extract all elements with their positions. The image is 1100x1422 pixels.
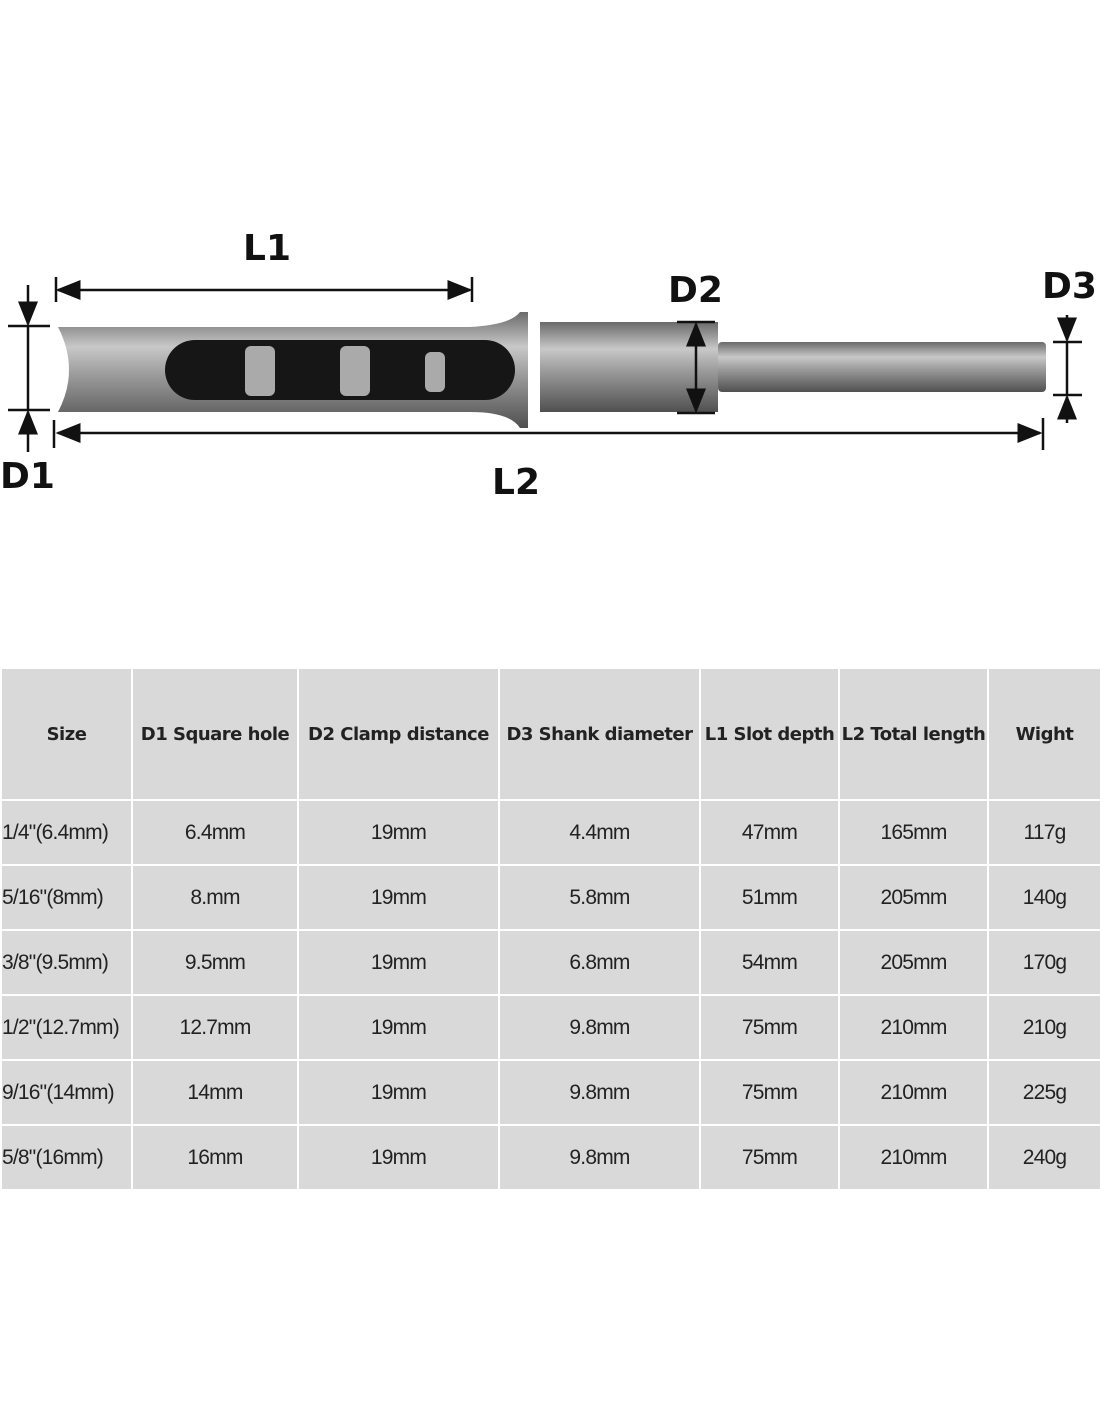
header-d2: D2 Clamp distance — [297, 667, 500, 801]
shank — [718, 342, 1046, 392]
cell-d1: 9.5mm — [131, 929, 299, 996]
cell-l2: 165mm — [838, 799, 989, 866]
clamp-collar — [540, 322, 718, 412]
cell-d3: 9.8mm — [498, 1059, 701, 1126]
header-l1: L1 Slot depth — [699, 667, 840, 801]
chisel-body — [58, 312, 1046, 428]
cell-l1: 47mm — [699, 799, 840, 866]
cell-size: 3/8"(9.5mm) — [0, 929, 133, 996]
cell-l1: 75mm — [699, 994, 840, 1061]
cell-size: 1/4"(6.4mm) — [0, 799, 133, 866]
cell-size: 9/16"(14mm) — [0, 1059, 133, 1126]
cell-d2: 19mm — [297, 1059, 500, 1126]
specification-table: Size D1 Square hole D2 Clamp distance D3… — [0, 667, 1100, 1191]
header-size: Size — [0, 667, 133, 801]
header-d1: D1 Square hole — [131, 667, 299, 801]
cell-d1: 14mm — [131, 1059, 299, 1126]
cell-d3: 4.4mm — [498, 799, 701, 866]
header-d3: D3 Shank diameter — [498, 667, 701, 801]
cell-d1: 12.7mm — [131, 994, 299, 1061]
cell-d3: 6.8mm — [498, 929, 701, 996]
cell-d2: 19mm — [297, 994, 500, 1061]
label-d3: D3 — [1042, 266, 1097, 307]
cell-l2: 205mm — [838, 929, 989, 996]
cell-size: 1/2"(12.7mm) — [0, 994, 133, 1061]
cell-d1: 8.mm — [131, 864, 299, 931]
cell-size: 5/16"(8mm) — [0, 864, 133, 931]
cell-weight: 210g — [987, 994, 1100, 1061]
cell-d1: 16mm — [131, 1124, 299, 1191]
cell-l2: 210mm — [838, 1124, 989, 1191]
cell-d2: 19mm — [297, 1124, 500, 1191]
cell-d2: 19mm — [297, 864, 500, 931]
cell-d3: 9.8mm — [498, 1124, 701, 1191]
header-weight: Wight — [987, 667, 1100, 801]
dimension-lines — [8, 277, 1082, 452]
table-header-row: Size D1 Square hole D2 Clamp distance D3… — [0, 667, 1100, 801]
cell-d3: 9.8mm — [498, 994, 701, 1061]
label-l2: L2 — [492, 462, 540, 503]
cell-l2: 210mm — [838, 1059, 989, 1126]
cell-weight: 225g — [987, 1059, 1100, 1126]
cell-l2: 205mm — [838, 864, 989, 931]
cell-d1: 6.4mm — [131, 799, 299, 866]
cell-weight: 170g — [987, 929, 1100, 996]
label-d1: D1 — [0, 456, 55, 497]
cell-weight: 117g — [987, 799, 1100, 866]
cell-weight: 140g — [987, 864, 1100, 931]
label-l1: L1 — [243, 228, 291, 269]
cell-size: 5/8"(16mm) — [0, 1124, 133, 1191]
cell-l1: 54mm — [699, 929, 840, 996]
mortise-chisel-diagram: L1 L2 D1 D2 D3 — [0, 228, 1097, 503]
header-l2: L2 Total length — [838, 667, 989, 801]
cell-d3: 5.8mm — [498, 864, 701, 931]
cell-d2: 19mm — [297, 799, 500, 866]
auger-spiral — [245, 346, 445, 396]
cell-weight: 240g — [987, 1124, 1100, 1191]
label-d2: D2 — [668, 270, 723, 311]
cell-d2: 19mm — [297, 929, 500, 996]
cell-l1: 51mm — [699, 864, 840, 931]
cell-l2: 210mm — [838, 994, 989, 1061]
cell-l1: 75mm — [699, 1124, 840, 1191]
cell-l1: 75mm — [699, 1059, 840, 1126]
